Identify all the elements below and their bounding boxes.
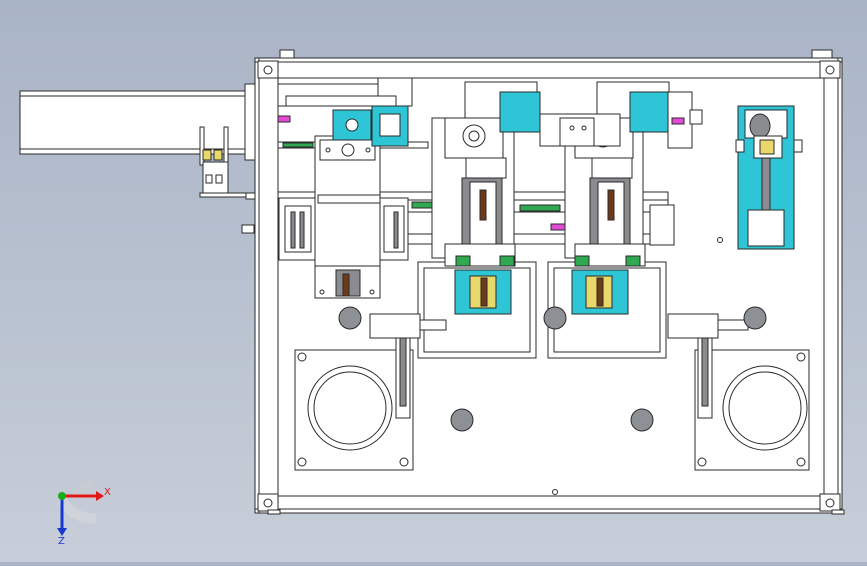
left-round-pad — [294, 349, 414, 471]
frame-corner-brackets — [257, 49, 841, 512]
axis-triad: X Z — [57, 480, 111, 547]
right-sensor-module — [735, 105, 803, 250]
side-arm — [19, 90, 263, 155]
right-round-pad — [694, 349, 810, 471]
center-station-left — [417, 117, 537, 359]
origin-dot — [58, 492, 66, 500]
z-axis-label: Z — [58, 536, 65, 547]
x-axis-label: X — [104, 487, 111, 498]
gripper-finger-right — [223, 126, 229, 166]
gripper-finger-left — [199, 126, 205, 166]
mounting-holes — [338, 306, 767, 432]
